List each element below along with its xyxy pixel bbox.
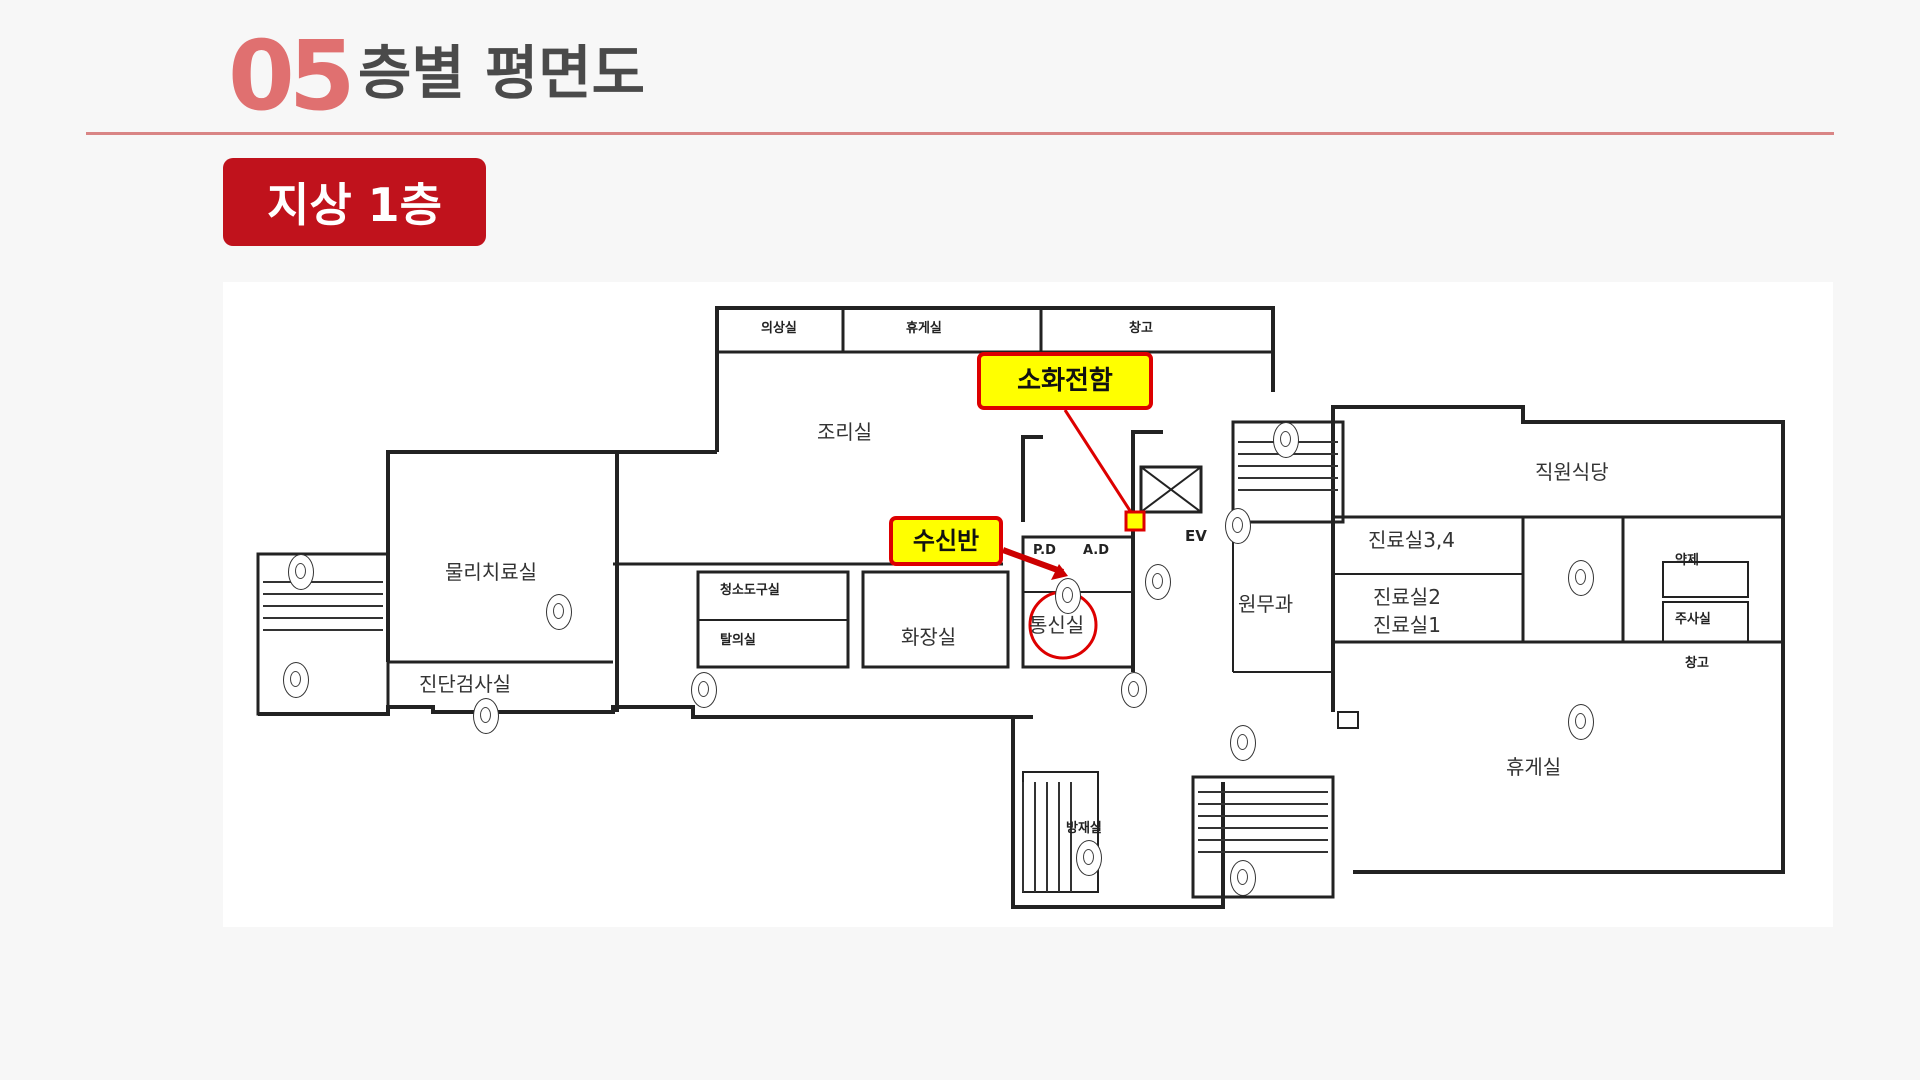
smoke-detector-icon [1273,422,1299,458]
fire-receiver-panel-callout: 수신반 [889,516,1003,566]
room-ad: A.D [1083,543,1110,558]
room-locker: 의상실 [761,321,797,336]
smoke-detector-icon [1121,672,1147,708]
room-ev: EV [1185,527,1207,545]
room-guard: 방재실 [1066,821,1102,836]
room-injection: 주사실 [1675,612,1711,627]
smoke-detector-icon [283,662,309,698]
page-title: 층별 평면도 [358,39,645,107]
smoke-detector-icon [1225,508,1251,544]
room-admin: 원무과 [1238,592,1294,616]
floor-plan: 의상실 휴게실 창고 조리실 물리치료실 진단검사실 청소도구실 탈의실 화장실… [223,282,1833,927]
room-dining: 직원식당 [1535,460,1609,484]
header-divider [86,132,1834,135]
smoke-detector-icon [1230,725,1256,761]
room-lounge: 휴게실 [1506,755,1562,779]
room-pharmacy: 약제 [1675,553,1699,568]
room-clinic2: 진료실2 [1373,585,1441,609]
room-kitchen: 조리실 [817,420,873,444]
receiver-pointer [1001,547,1065,575]
smoke-detector-icon [1055,578,1081,614]
smoke-detector-icon [546,594,572,630]
room-toilet: 화장실 [901,625,957,649]
fire-hydrant-box-callout: 소화전함 [977,352,1153,410]
room-clinic34: 진료실3,4 [1368,528,1456,552]
room-cleaning: 청소도구실 [720,583,780,598]
room-physio: 물리치료실 [445,560,537,584]
receiver-arrowhead [1051,564,1068,580]
smoke-detector-icon [1076,840,1102,876]
smoke-detector-icon [1568,560,1594,596]
smoke-detector-icon [473,698,499,734]
room-rest-top: 휴게실 [906,321,942,336]
smoke-detector-icon [691,672,717,708]
section-number: 05 [228,20,356,132]
floor-badge: 지상 1층 [223,158,486,246]
room-storage-right: 창고 [1685,656,1709,671]
fire-box-pointer [1063,409,1138,521]
smoke-detector-icon [288,554,314,590]
fire-box-marker [1124,510,1146,532]
smoke-detector-icon [1230,860,1256,896]
room-diag: 진단검사실 [419,672,511,696]
room-storage-top: 창고 [1129,321,1153,336]
smoke-detector-icon [1568,704,1594,740]
room-pd: P.D [1033,543,1056,558]
floor-plan-drawing [256,306,1785,909]
room-clinic1: 진료실1 [1373,613,1441,637]
smoke-detector-icon [1145,564,1171,600]
room-mother: 탈의실 [720,633,756,648]
room-telecom: 통신실 [1029,613,1085,637]
